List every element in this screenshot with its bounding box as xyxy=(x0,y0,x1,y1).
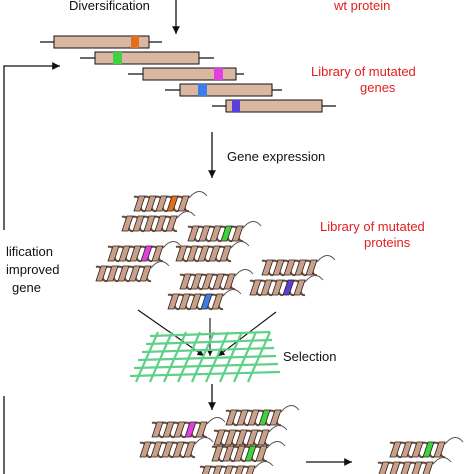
improved-protein-helix-a xyxy=(377,457,452,474)
selected-protein-green-2-helix-a xyxy=(199,461,274,474)
amplification-label-line1: lification xyxy=(6,244,53,259)
selected-protein-green-2-helix-b xyxy=(211,441,286,463)
mesh-column-line xyxy=(190,331,216,383)
protein-variant-magenta-helix-a xyxy=(95,261,170,283)
mesh-column-line xyxy=(232,331,258,383)
mesh-row-line xyxy=(141,346,275,354)
mesh-column-line xyxy=(134,331,160,383)
mesh-column-line xyxy=(148,331,174,383)
selected-protein-green-helix-a xyxy=(213,425,288,447)
mesh-row-line xyxy=(129,370,281,378)
mesh-column-line xyxy=(204,331,230,383)
gene-bar-4 xyxy=(165,83,282,97)
gene-bar-1 xyxy=(40,35,162,49)
mutation-marker-blue xyxy=(198,84,207,96)
wt-protein-label: wt protein xyxy=(334,0,391,13)
mutation-marker-indigo xyxy=(232,100,240,112)
mesh-column-line xyxy=(218,331,244,383)
protein-variant-indigo xyxy=(249,255,336,297)
mesh-column-line xyxy=(162,331,188,383)
selected-protein-green-helix-b xyxy=(225,405,300,427)
selected-protein-magenta-helix-b xyxy=(151,417,226,439)
gene-bar-2 xyxy=(80,51,214,65)
library-genes-label-line2: genes xyxy=(360,80,396,95)
selection-label: Selection xyxy=(283,349,337,364)
mesh-column-line xyxy=(246,331,272,383)
selected-protein-green-2 xyxy=(199,441,286,474)
mesh-column-line xyxy=(176,331,202,383)
selected-protein-magenta xyxy=(139,417,226,459)
selected-protein-magenta-helix-a xyxy=(139,437,214,459)
protein-variant-blue-helix-b xyxy=(179,269,254,291)
protein-variant-blue-helix-a xyxy=(167,289,242,311)
library-proteins-label-line2: proteins xyxy=(364,235,411,250)
protein-variant-magenta xyxy=(95,241,182,283)
mesh-row-line xyxy=(133,362,279,370)
protein-library xyxy=(95,191,464,474)
protein-variant-green xyxy=(175,221,262,263)
improved-protein-helix-b xyxy=(389,437,464,459)
protein-variant-orange-helix-a xyxy=(121,211,196,233)
feedback-loop-line xyxy=(3,62,60,230)
library-genes-label-line1: Library of mutated xyxy=(311,64,416,79)
protein-variant-magenta-helix-b xyxy=(107,241,182,263)
selected-protein-green xyxy=(213,405,300,447)
protein-variant-indigo-helix-a xyxy=(249,275,324,297)
protein-variant-orange-helix-b xyxy=(133,191,208,213)
mutation-marker-orange xyxy=(131,36,139,48)
library-proteins-label-line1: Library of mutated xyxy=(320,219,425,234)
improved-protein xyxy=(377,437,464,474)
mutation-marker-green xyxy=(113,52,122,64)
protein-variant-green-helix-b xyxy=(187,221,262,243)
amplification-label-line2: improved xyxy=(6,262,60,277)
gene-bar-5 xyxy=(212,99,336,113)
gene-bar-3 xyxy=(128,67,244,81)
mutation-marker-magenta xyxy=(214,68,223,80)
selection-mesh xyxy=(129,330,281,383)
protein-variant-green-helix-a xyxy=(175,241,250,263)
gene-expression-label: Gene expression xyxy=(227,149,326,164)
protein-variant-indigo-helix-b xyxy=(261,255,336,277)
diversification-label: Diversification xyxy=(69,0,150,13)
protein-variant-blue xyxy=(167,269,254,311)
mesh-row-line xyxy=(137,354,277,362)
amplification-label-line3: gene xyxy=(12,280,41,295)
protein-variant-orange xyxy=(121,191,208,233)
